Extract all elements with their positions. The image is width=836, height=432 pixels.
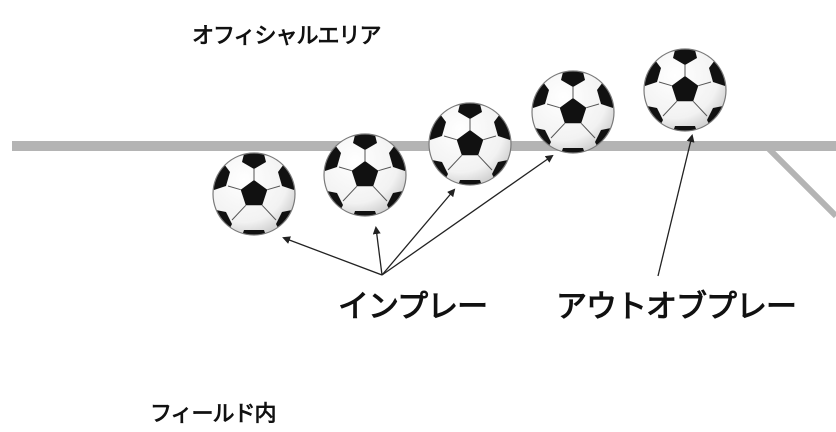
arrow-to-ball-3 [381, 188, 456, 276]
arrow-to-ball-5 [657, 134, 695, 277]
out-of-play-label: アウトオブプレー [556, 289, 797, 325]
boundary-line-corner [763, 143, 836, 219]
field-inside-label: フィールド内 [150, 402, 277, 427]
ball-5-out-of-play [641, 46, 729, 138]
ball-1-in-play [210, 150, 298, 242]
official-area-label: オフィシャルエリア [192, 24, 382, 49]
arrow-to-ball-1 [282, 236, 383, 276]
arrow-to-ball-2 [372, 226, 383, 276]
arrow-to-ball-4 [381, 154, 554, 276]
ball-3-in-play [426, 100, 514, 192]
in-play-label: インプレー [338, 289, 488, 325]
